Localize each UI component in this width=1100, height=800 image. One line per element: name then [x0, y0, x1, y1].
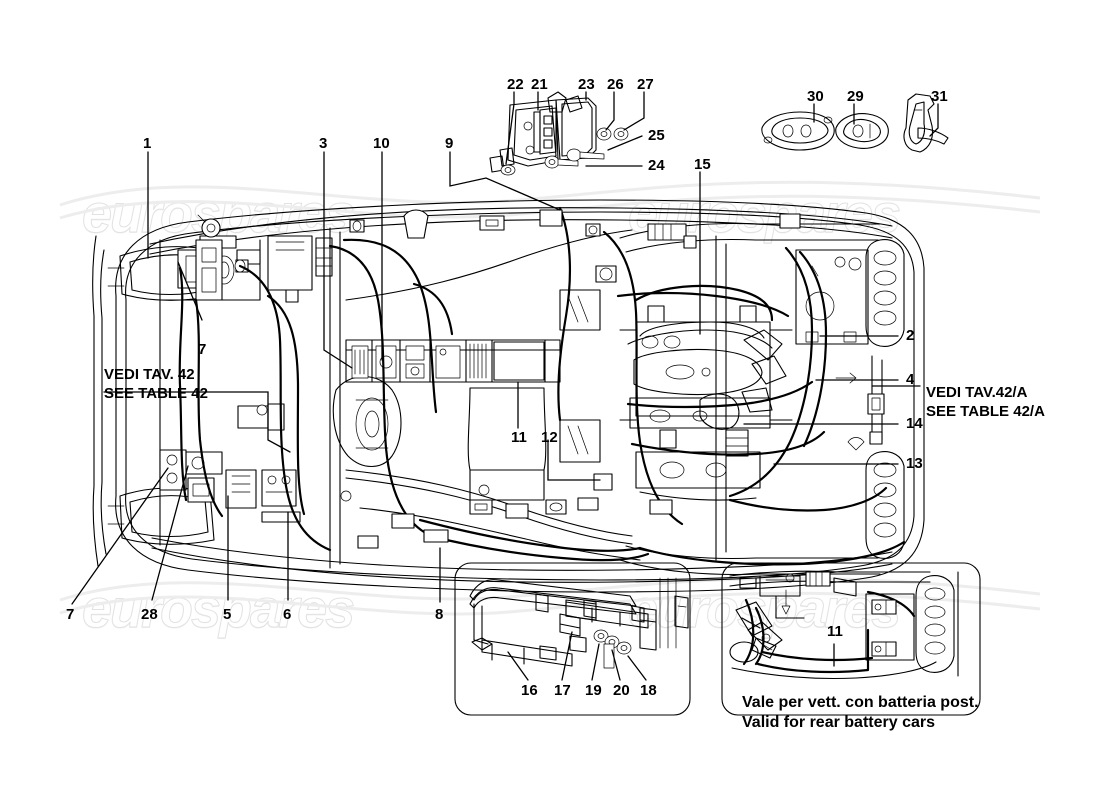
engine-bay	[619, 222, 905, 576]
callout-9: 9	[445, 135, 454, 152]
callout-3: 3	[319, 135, 328, 152]
callout-6: 6	[283, 606, 292, 623]
callout-29: 29	[847, 88, 864, 105]
callout-20: 20	[613, 682, 630, 699]
callout-13: 13	[906, 455, 923, 472]
callout-24: 24	[648, 157, 665, 174]
callout-7-lower: 7	[66, 606, 75, 623]
callout-26: 26	[607, 76, 624, 93]
callout-5: 5	[223, 606, 232, 623]
inset-panel-right	[721, 562, 981, 716]
car-body-outline	[115, 199, 925, 593]
callout-16: 16	[521, 682, 538, 699]
front-bay-components	[177, 214, 333, 303]
note-line-english: SEE TABLE 42/A	[926, 402, 1045, 420]
callout-25: 25	[648, 127, 665, 144]
note-line-english: Valid for rear battery cars	[742, 714, 935, 731]
harness-connectors	[340, 209, 862, 549]
callout-11-center: 11	[511, 429, 527, 446]
callout-14: 14	[906, 415, 923, 432]
callout-21: 21	[531, 76, 548, 93]
note-line-english: SEE TABLE 42	[104, 384, 208, 402]
inset-panel-left	[454, 562, 691, 716]
callout-8: 8	[435, 606, 444, 623]
callout-10: 10	[373, 135, 390, 152]
note-see-table-42a: VEDI TAV.42/A SEE TABLE 42/A	[926, 384, 1045, 422]
callout-7-upper: 7	[198, 341, 207, 358]
note-line-italian: VEDI TAV.42/A	[926, 384, 1028, 401]
grommet-29	[835, 113, 889, 149]
ecu-assembly	[489, 91, 629, 176]
callout-27: 27	[637, 76, 654, 93]
callout-17: 17	[554, 682, 571, 699]
callout-31: 31	[931, 88, 948, 105]
callout-18: 18	[640, 682, 657, 699]
note-line-italian: VEDI TAV. 42	[104, 366, 195, 383]
callout-19: 19	[585, 682, 602, 699]
leader-lines	[71, 91, 939, 681]
grommet-30	[761, 111, 835, 151]
callout-22: 22	[507, 76, 524, 93]
note-see-table-42: VEDI TAV. 42 SEE TABLE 42	[104, 366, 208, 404]
callout-4: 4	[906, 371, 915, 388]
rear-grille-top	[865, 239, 905, 347]
callout-1: 1	[143, 135, 152, 152]
callout-12: 12	[541, 429, 558, 446]
callout-15: 15	[694, 156, 711, 173]
bracket-31	[903, 93, 949, 153]
callout-23: 23	[578, 76, 595, 93]
note-rear-battery: Vale per vett. con batteria post. Valid …	[742, 693, 979, 733]
note-line-italian: Vale per vett. con batteria post.	[742, 694, 979, 711]
rear-grille-bottom	[865, 451, 905, 559]
callout-11-inset: 11	[827, 623, 843, 640]
cabin-area	[329, 227, 641, 569]
callout-28: 28	[141, 606, 158, 623]
callout-30: 30	[807, 88, 824, 105]
callout-2: 2	[906, 327, 915, 344]
wiring-harness	[178, 206, 906, 566]
